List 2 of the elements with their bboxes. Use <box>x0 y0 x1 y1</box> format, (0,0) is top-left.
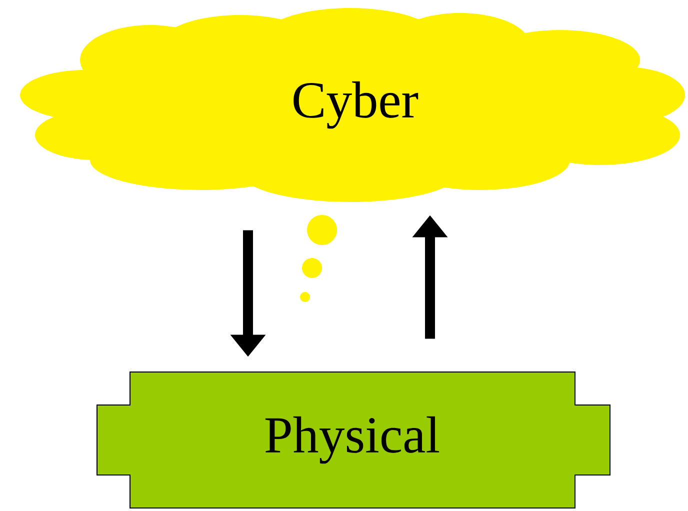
physical-box: Physical <box>96 372 610 508</box>
cloud: Cyber <box>20 8 685 202</box>
